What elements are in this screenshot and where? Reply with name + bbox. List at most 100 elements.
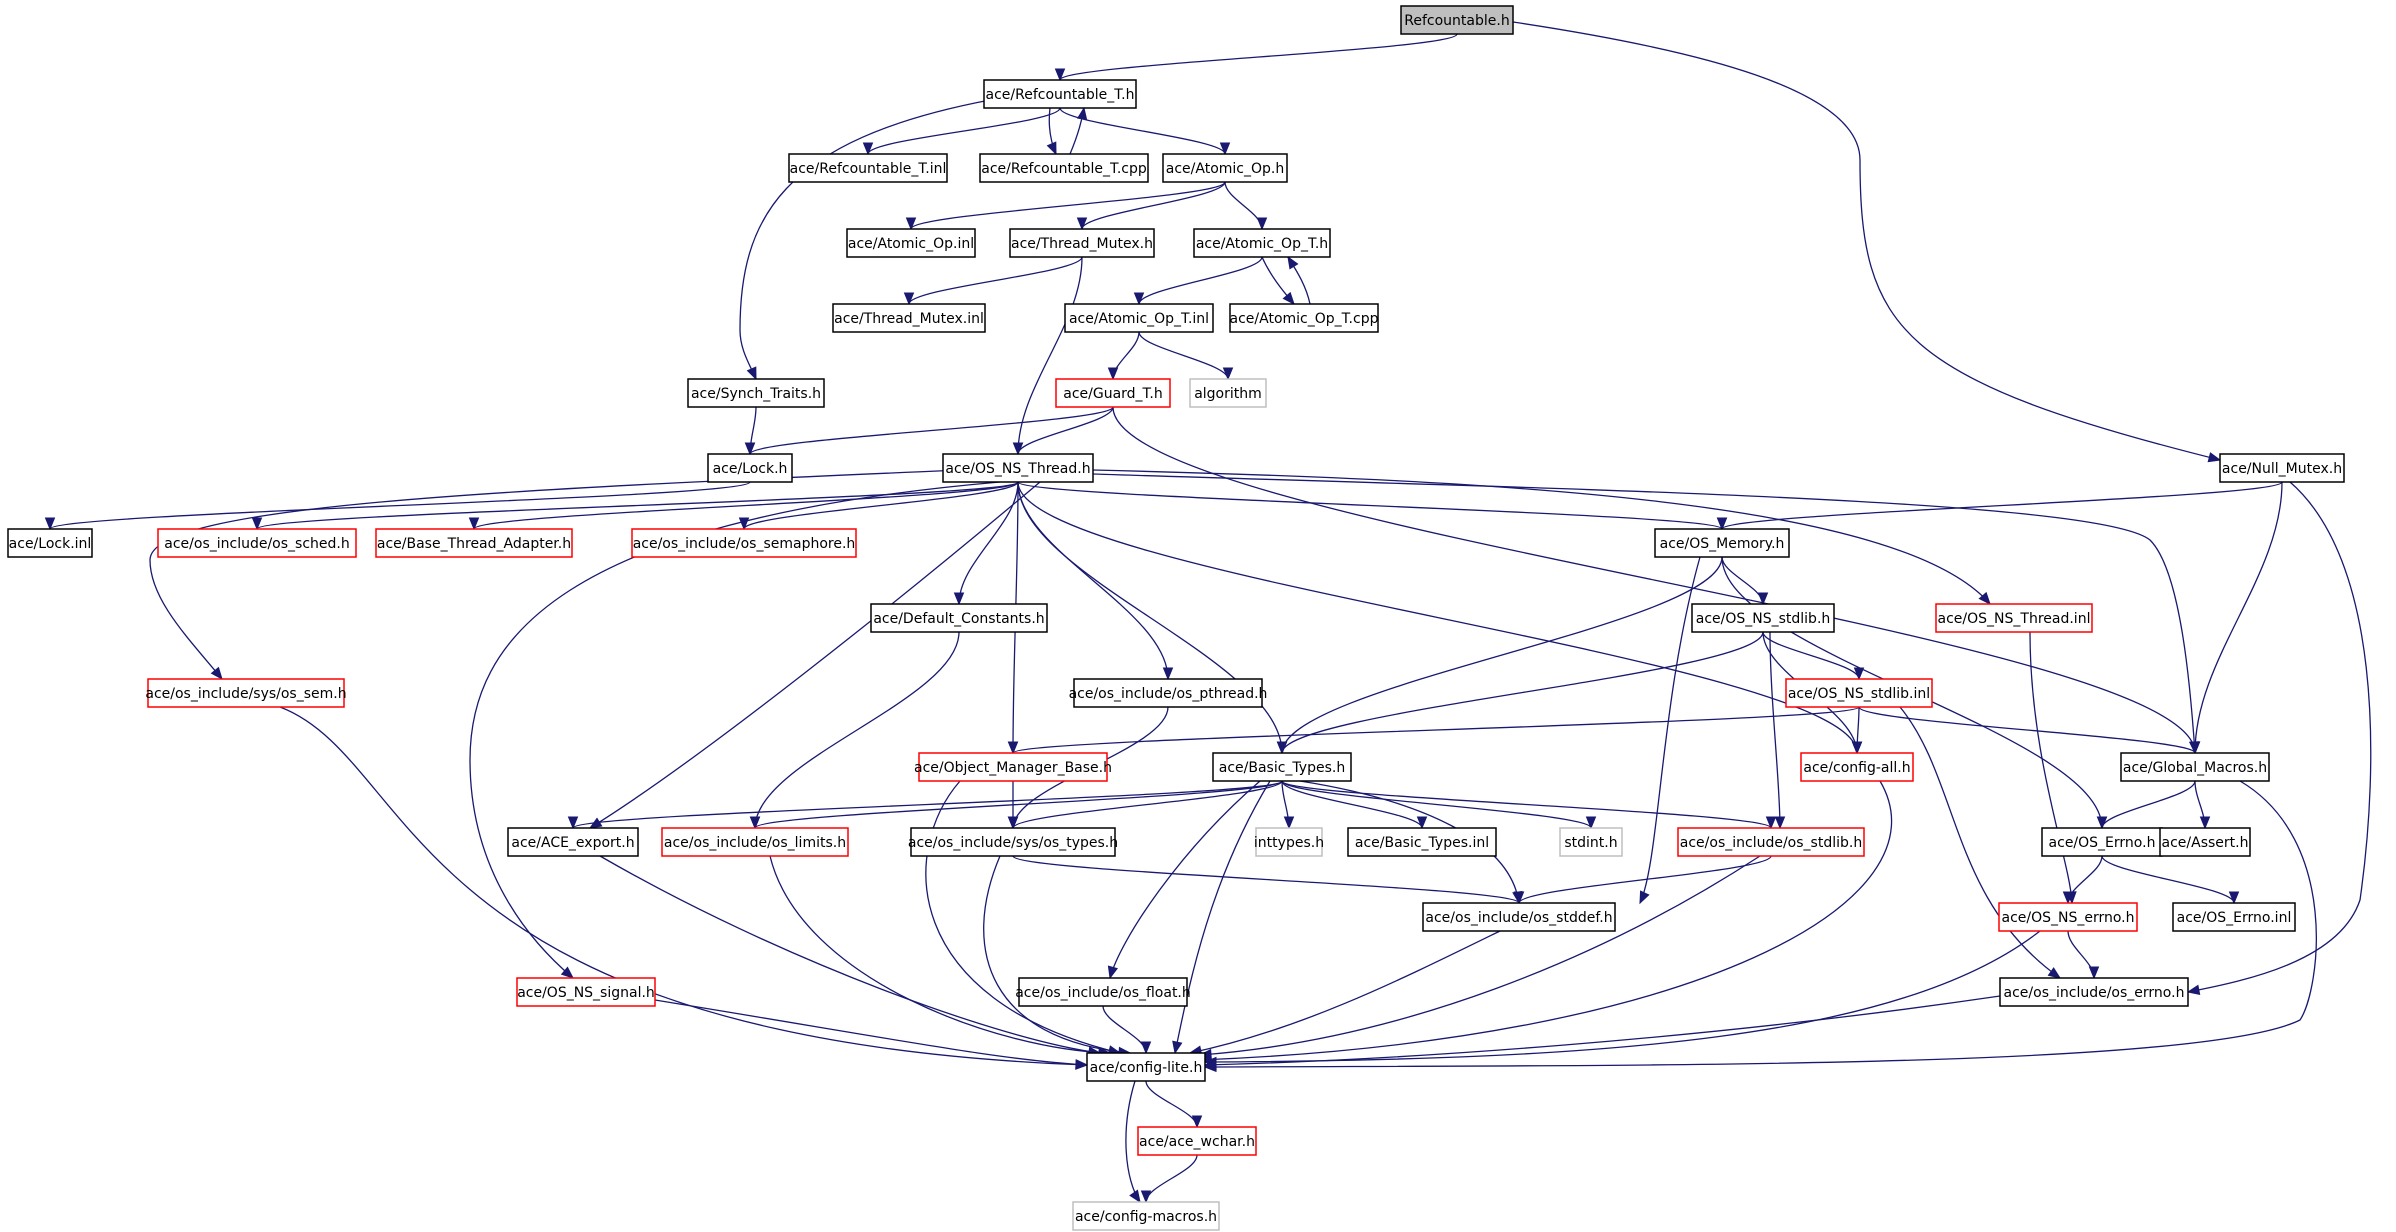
node-lock-inl[interactable]: ace/Lock.inl xyxy=(7,528,93,558)
node-config-lite-h[interactable]: ace/config-lite.h xyxy=(1086,1052,1206,1082)
node-label: ace/OS_NS_signal.h xyxy=(517,985,655,1001)
edge-line xyxy=(2101,780,2196,829)
node-refcountable-t-cpp[interactable]: ace/Refcountable_T.cpp xyxy=(979,153,1149,183)
node-atomic-op-inl[interactable]: ace/Atomic_Op.inl xyxy=(846,228,976,258)
node-label: ace/Null_Mutex.h xyxy=(2222,461,2342,477)
node-os-limits-h[interactable]: ace/os_include/os_limits.h xyxy=(661,827,849,857)
node-box xyxy=(1347,827,1497,857)
node-global-macros-h[interactable]: ace/Global_Macros.h xyxy=(2120,752,2270,782)
node-config-macros-h[interactable]: ace/config-macros.h xyxy=(1072,1201,1220,1231)
edge-basic_types_h-to-inttypes_h xyxy=(1281,780,1295,830)
node-ace-export-h[interactable]: ace/ACE_export.h xyxy=(507,827,639,857)
node-default-constants-h[interactable]: ace/Default_Constants.h xyxy=(870,603,1048,633)
edge-line xyxy=(1769,631,1781,829)
arrowhead-icon xyxy=(1765,816,1777,830)
node-atomic-op-t-cpp[interactable]: ace/Atomic_Op_T.cpp xyxy=(1229,303,1379,333)
node-refcountable-h[interactable]: Refcountable.h xyxy=(1400,5,1514,35)
node-box xyxy=(1255,827,1323,857)
node-os-types-h[interactable]: ace/os_include/sys/os_types.h xyxy=(908,827,1118,857)
edge-line xyxy=(769,855,1111,1054)
node-label: ace/config-all.h xyxy=(1803,760,1910,776)
node-os-ns-stdlib-h[interactable]: ace/OS_NS_stdlib.h xyxy=(1691,603,1835,633)
node-layer: Refcountable.h ace/Refcountable_T.h ace/Re… xyxy=(7,5,2345,1231)
node-ace-wchar-h[interactable]: ace/ace_wchar.h xyxy=(1137,1126,1257,1156)
node-os-sched-h[interactable]: ace/os_include/os_sched.h xyxy=(157,528,357,558)
node-atomic-op-h[interactable]: ace/Atomic_Op.h xyxy=(1162,153,1288,183)
node-os-sem-h[interactable]: ace/os_include/sys/os_sem.h xyxy=(145,678,347,708)
arrowhead-icon xyxy=(1076,217,1088,231)
node-box xyxy=(1162,153,1288,183)
edge-global_macros_h-to-config_lite_h xyxy=(1203,780,2317,1073)
node-label: ace/os_include/os_limits.h xyxy=(664,835,846,851)
node-os-errno-inl[interactable]: ace/OS_Errno.inl xyxy=(2172,902,2296,932)
node-os-float-h[interactable]: ace/os_include/os_float.h xyxy=(1015,977,1191,1007)
edge-os_ns_thread_h-to-os_sem_h xyxy=(149,469,961,681)
node-box xyxy=(507,827,639,857)
node-os-pthread-h[interactable]: ace/os_include/os_pthread.h xyxy=(1069,678,1268,708)
node-atomic-op-t-h[interactable]: ace/Atomic_Op_T.h xyxy=(1193,228,1331,258)
edge-line xyxy=(1281,556,1723,754)
arrowhead-icon xyxy=(2096,816,2108,830)
edge-line xyxy=(1299,780,1520,904)
node-os-memory-h[interactable]: ace/OS_Memory.h xyxy=(1654,528,1790,558)
edge-os_ns_stdlib_inl-to-object_manager_base_h xyxy=(1007,706,1860,755)
node-os-stddef-h[interactable]: ace/os_include/os_stddef.h xyxy=(1422,902,1616,932)
edge-refcountable_h-to-null_mutex_h xyxy=(1512,21,2222,463)
node-label: ace/Global_Macros.h xyxy=(2123,760,2267,776)
node-stdint-h[interactable]: stdint.h xyxy=(1559,827,1623,857)
node-lock-h[interactable]: ace/Lock.h xyxy=(707,453,793,483)
node-os-errno-h-ace[interactable]: ace/OS_Errno.h xyxy=(2041,827,2163,857)
arrowhead-icon xyxy=(2186,984,2201,995)
node-null-mutex-h[interactable]: ace/Null_Mutex.h xyxy=(2219,453,2345,483)
node-thread-mutex-inl[interactable]: ace/Thread_Mutex.inl xyxy=(832,303,986,333)
node-os-ns-signal-h[interactable]: ace/OS_NS_signal.h xyxy=(516,977,656,1007)
node-os-ns-errno-h[interactable]: ace/OS_NS_errno.h xyxy=(1998,902,2138,932)
node-refcountable-t-inl[interactable]: ace/Refcountable_T.inl xyxy=(788,153,948,183)
edge-os_memory_h-to-os_stddef_h xyxy=(1639,556,1701,905)
node-assert-h[interactable]: ace/Assert.h xyxy=(2159,827,2251,857)
node-label: ace/os_include/sys/os_types.h xyxy=(908,835,1118,851)
edge-atomic_op_h-to-atomic_op_inl xyxy=(905,181,1226,231)
edge-atomic_op_t_inl-to-guard_t_h xyxy=(1107,331,1140,381)
node-box xyxy=(1212,752,1352,782)
node-thread-mutex-h[interactable]: ace/Thread_Mutex.h xyxy=(1009,228,1155,258)
node-os-ns-thread-h[interactable]: ace/OS_NS_Thread.h xyxy=(942,453,1094,483)
node-synch-traits-h[interactable]: ace/Synch_Traits.h xyxy=(687,378,825,408)
node-os-stdlib-h[interactable]: ace/os_include/os_stdlib.h xyxy=(1677,827,1865,857)
node-label: ace/config-macros.h xyxy=(1075,1209,1217,1225)
node-object-manager-base-h[interactable]: ace/Object_Manager_Base.h xyxy=(914,752,1112,782)
node-basic-types-inl[interactable]: ace/Basic_Types.inl xyxy=(1347,827,1497,857)
node-label: ace/Object_Manager_Base.h xyxy=(914,760,1112,776)
node-box xyxy=(1677,827,1865,857)
arrowhead-icon xyxy=(744,442,756,456)
node-os-ns-stdlib-inl[interactable]: ace/OS_NS_stdlib.inl xyxy=(1785,678,1933,708)
node-atomic-op-t-inl[interactable]: ace/Atomic_Op_T.inl xyxy=(1064,303,1214,333)
node-guard-t-h[interactable]: ace/Guard_T.h xyxy=(1055,378,1171,408)
edge-os_stdlib_h-to-config_lite_h xyxy=(1198,855,1761,1060)
edge-line xyxy=(739,99,991,380)
node-label: ace/OS_Errno.inl xyxy=(2177,910,2292,926)
edge-line xyxy=(1199,855,1761,1056)
node-label: ace/OS_NS_stdlib.inl xyxy=(1788,686,1930,702)
arrowhead-icon xyxy=(44,517,56,531)
node-config-all-h[interactable]: ace/config-all.h xyxy=(1800,752,1914,782)
edge-os_memory_h-to-os_ns_stdlib_h xyxy=(1721,556,1769,606)
node-algorithm[interactable]: algorithm xyxy=(1189,378,1267,408)
node-refcountable-t-h[interactable]: ace/Refcountable_T.h xyxy=(983,79,1137,109)
node-basic-types-h[interactable]: ace/Basic_Types.h xyxy=(1212,752,1352,782)
node-os-semaphore-h[interactable]: ace/os_include/os_semaphore.h xyxy=(631,528,857,558)
node-label: ace/OS_Errno.h xyxy=(2049,835,2156,851)
edge-atomic_op_h-to-thread_mutex_h xyxy=(1076,181,1226,231)
node-os-ns-thread-inl[interactable]: ace/OS_NS_Thread.inl xyxy=(1935,603,2093,633)
node-box xyxy=(147,678,345,708)
edge-config_lite_h-to-config_macros_h xyxy=(1125,1080,1141,1204)
node-inttypes-h[interactable]: inttypes.h xyxy=(1254,827,1324,857)
node-label: ace/Synch_Traits.h xyxy=(691,386,821,402)
node-base-thread-adapter-h[interactable]: ace/Base_Thread_Adapter.h xyxy=(375,528,573,558)
edge-thread_mutex_h-to-os_ns_thread_h xyxy=(1012,256,1083,456)
edge-refcountable_h-to-refcountable_t_h xyxy=(1054,33,1458,82)
edge-line xyxy=(754,631,960,829)
node-os-include-errno-h[interactable]: ace/os_include/os_errno.h xyxy=(1999,977,2189,1007)
node-label: ace/Atomic_Op_T.cpp xyxy=(1230,311,1379,327)
